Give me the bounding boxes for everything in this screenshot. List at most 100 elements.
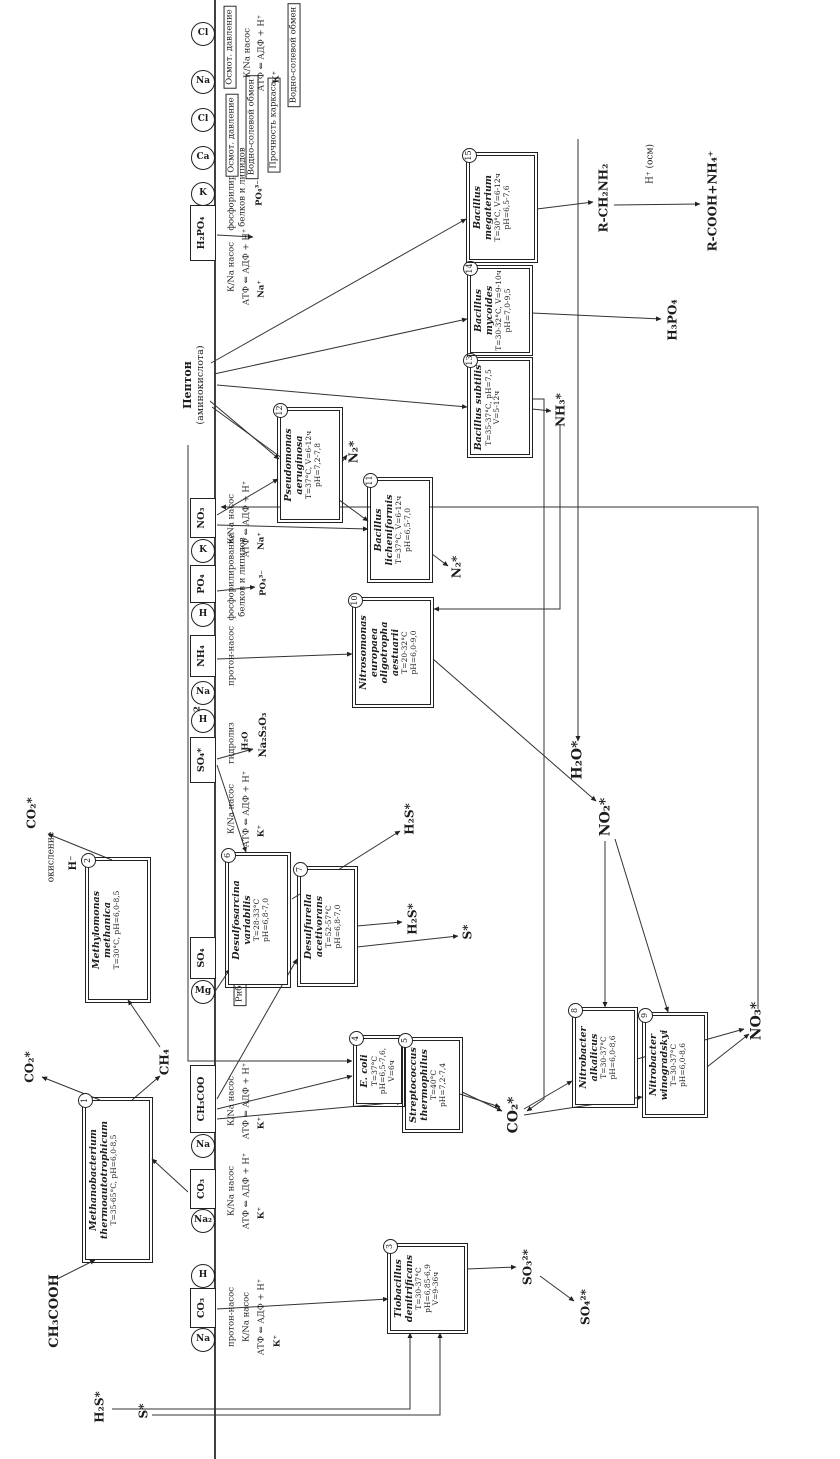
species-box-pseudomonas: 12 Pseudomonas aeruginosa T=37°C, V=6-12… (273, 403, 342, 526)
species-params: pH=6,8-7,0 (332, 904, 342, 949)
label-s-input: S* (136, 1403, 151, 1419)
label-h2s-desulfurella: H₂S* (405, 903, 420, 935)
pump-label: К/Na насос (226, 241, 237, 293)
label-no3: NO₃* (748, 1001, 765, 1041)
label-n2-licheniformis: N₂* (449, 555, 464, 579)
species-name: Nitrobacter alkalicus (578, 1026, 600, 1089)
membrane-box-co3: CO₃ (190, 1169, 216, 1209)
atp-label: АТФ ⇐ АДФ + Н⁺ (241, 1152, 252, 1230)
species-name: Bacillus mycoides (473, 285, 495, 336)
na-export-label: Na⁺ (256, 532, 267, 550)
label-h3po4: H₃PO₄ (665, 299, 680, 341)
membrane-box-h2po4: H₂PO₄ (190, 205, 216, 261)
species-number: 8 (568, 1003, 583, 1018)
thiosulfate-label: Na₂S₂O₃ (257, 712, 269, 758)
po4-label: PO₄³⁻ (258, 570, 269, 596)
species-params: pH=7,2-7,4 (437, 1063, 447, 1108)
species-name: E. coli (359, 1054, 370, 1088)
membrane-box-so4: SO₄ (190, 937, 216, 979)
membrane-box-no3: NO₃ (190, 498, 216, 538)
membrane-box-so4-star: SO₄* (190, 737, 216, 783)
species-params: pH=6,8-7,0 (260, 898, 270, 943)
species-params: pH=6,0-8,6 (677, 1043, 687, 1088)
proton-pump-label: протон-насос (226, 1287, 237, 1347)
ion-cl: Cl (191, 108, 215, 132)
ion-mg: Mg (191, 980, 215, 1004)
osmotic-pressure-label: Осмот. давление (223, 5, 237, 89)
species-box-ecoli: 4 E. coli T=37°C pH=6,5-7,6, V=6ч (349, 1031, 405, 1109)
label-oxidation: окисление (46, 831, 57, 883)
atp-label: АТФ ⇐ АДФ + Н⁺ (241, 228, 252, 306)
species-name: Tiobacillus denitrificans (393, 1254, 415, 1323)
label-co2-methylomonas: CO₂* (24, 797, 39, 829)
label-h-minus: Н⁻ (67, 855, 79, 871)
ion-na2: Na₂ (191, 1209, 215, 1233)
ion-na: Na (191, 70, 215, 94)
label-rch2nh2: R-CH₂NH₂ (596, 163, 611, 233)
label-nh3: NH₃* (553, 393, 568, 427)
species-number: 2 (81, 853, 96, 868)
label-s-desulfurella: S* (460, 924, 475, 940)
k-export-label: К⁺ (256, 1116, 267, 1130)
species-number: 7 (293, 862, 308, 877)
species-box-nitrobacter-alkalicus: 8 Nitrobacter alkalicus T=30-37°C pH=6,0… (568, 1003, 637, 1110)
ion-k: K (191, 539, 215, 563)
label-n2-pseudomonas: N₂* (346, 440, 361, 464)
peptone-line2: (аминокислота) (195, 345, 206, 425)
species-params: pH=7,2-7,8 (312, 443, 322, 488)
membrane-box-po4: PO₄ (190, 565, 216, 603)
species-box-desulfosarcina: 6 Desulfosarcina variabilis T=28-33°C pH… (221, 848, 290, 992)
label-co2-methanogen: CO₂* (22, 1051, 37, 1083)
species-name: Bacillus subtilis (473, 364, 484, 451)
label-ch4: CH₄ (157, 1048, 172, 1076)
species-number: 3 (383, 1239, 398, 1254)
ion-cl: Cl (191, 22, 215, 46)
label-so3: SO₃²* (520, 1249, 535, 1285)
label-no2: NO₂* (597, 797, 614, 837)
species-name: Nitrobacter winogradskyi (648, 1029, 670, 1101)
ion-k: K (191, 182, 215, 206)
proton-pump-label: протон-насос (226, 626, 237, 686)
species-name: Bacillus megaterium (472, 175, 494, 240)
species-name: Bacillus licheniformis (373, 494, 395, 566)
membrane-box-co3: CO₃ (190, 1288, 216, 1328)
species-name: Nitrosomonas europaea oligotropha aestua… (358, 615, 401, 690)
species-name: Desulfosarcina variabilis (231, 880, 253, 960)
species-params: pH=6,5-7,6 (501, 185, 511, 230)
pump-label: К/Na насос (226, 493, 237, 545)
atp-label: АТФ ⇐ АДФ + Н⁺ (241, 770, 252, 848)
species-params: T=30°C, pH=6,0-8,5 (112, 890, 121, 970)
ion-h: H (191, 1264, 215, 1288)
species-number: 13 (463, 353, 478, 368)
atp-label: АТФ ⇐ АДФ + Н⁺ (241, 1062, 252, 1140)
na-export-label: Na⁺ (256, 280, 267, 298)
peptone-label: Пептон (аминокислота) (181, 329, 207, 441)
species-box-nitrosomonas: 10 Nitrosomonas europaea oligotropha aes… (348, 593, 434, 710)
pump-label: К/Na насос (226, 783, 237, 835)
species-number: 11 (363, 473, 378, 488)
species-params: pH=7,0-9,5 (502, 288, 512, 333)
pump-label: К/Na насос (226, 1075, 237, 1127)
species-number: 12 (273, 403, 288, 418)
hydrolysis-label: гидролиз (226, 722, 237, 764)
pump-label: К/Na насос (226, 1165, 237, 1217)
k-export-label: К⁺ (256, 824, 267, 838)
atp-label: АТФ ⇐ АДФ + Н⁺ (256, 1278, 267, 1356)
species-params: V=9-36ч (431, 1271, 440, 1306)
species-number: 9 (638, 1008, 653, 1023)
framework-strength-label: Прочность каркаса (267, 77, 281, 173)
species-number: 10 (348, 593, 363, 608)
species-box-licheniformis: 11 Bacillus licheniformis T=37°C, V=6-12… (363, 473, 432, 585)
species-name: Methanobacterium thermoautotrophicum (88, 1120, 110, 1240)
atp-label: АТФ ⇐ АДФ + Н⁺ (256, 14, 267, 92)
species-box-mycoides: 14 Bacillus mycoides T=30-32°C, V=9-10ч … (463, 261, 533, 358)
water-salt-exchange-label: Водно-солевой обмен (287, 2, 301, 108)
label-h2s-input: H₂S* (92, 1391, 107, 1423)
ion-stoich-2: 2 (192, 706, 203, 712)
species-params: pH=6,5-7,0 (402, 508, 412, 553)
species-box-nitrobacter-winogradskyi: 9 Nitrobacter winogradskyi T=30-37°C pH=… (638, 1008, 707, 1120)
peptone-line1: Пептон (181, 361, 194, 409)
species-box-subtilis: 13 Bacillus subtilis T=35-37°C, pH=7,5 V… (463, 353, 532, 460)
osmotic-pressure-label: Осмот. давление (225, 93, 239, 177)
